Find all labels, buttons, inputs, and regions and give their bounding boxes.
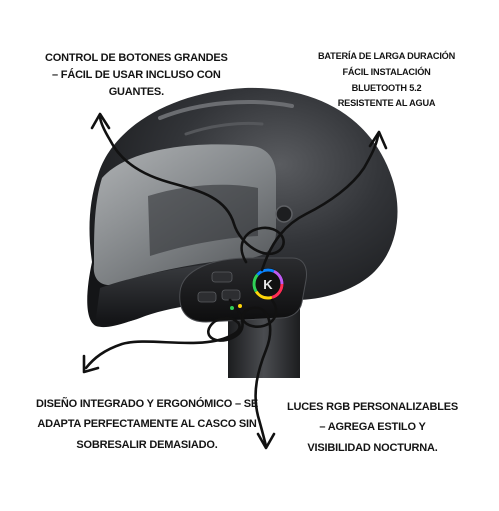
callout-ergonomic-design: Diseño integrado y ergonómico – se adapt… [36,394,258,455]
callout-battery-features: Batería de larga duración Fácil instalac… [318,49,455,112]
led-green [230,306,234,310]
device-button-2 [221,289,241,301]
rgb-ring-green [252,268,284,300]
arrow-bottom-right [241,298,278,448]
callout-line: guantes. [108,86,164,99]
callout-line: Luces RGB personalizables [287,401,459,413]
rgb-ring-base [252,268,284,300]
top-vent [158,100,294,120]
rgb-ring-yellow [252,268,284,300]
arrow-top-left-head [90,112,111,130]
callout-line: Fácil instalación [342,66,431,77]
callout-line: Batería de larga duración [318,51,456,61]
callout-line: – agrega estilo y [319,421,426,434]
device-button-3 [211,271,233,283]
device-logo: K [263,277,273,292]
callout-line: sobresalir demasiado. [76,438,218,451]
arrow-top-left [98,114,285,264]
rgb-ring-blue [252,268,284,300]
callout-line: Diseño integrado y ergonómico – se [36,398,258,410]
visor-hinge [275,205,293,223]
callout-button-control: Control de botones grandes – fácil de us… [45,50,228,101]
arrow-bottom-left [84,298,244,370]
callout-line: Bluetooth 5.2 [351,82,422,93]
arrow-bottom-left-head [82,354,100,374]
callout-line: Control de botones grandes [45,52,228,64]
callout-line: Resistente al agua [337,98,436,109]
vent-ridge [184,121,264,136]
device-button-1 [197,291,217,303]
rgb-ring-purple [252,268,284,300]
led-yellow [238,304,242,308]
callout-line: visibilidad nocturna. [307,441,438,454]
arrow-bottom-right-head [256,432,276,450]
callout-rgb-lights: Luces RGB personalizables – agrega estil… [287,397,458,458]
callout-line: – fácil de usar incluso con [52,69,221,82]
visor-tint [148,184,258,256]
arrow-top-right-head [368,130,388,150]
callout-line: adapta perfectamente al casco sin [37,418,257,431]
arrow-top-right [260,134,380,272]
